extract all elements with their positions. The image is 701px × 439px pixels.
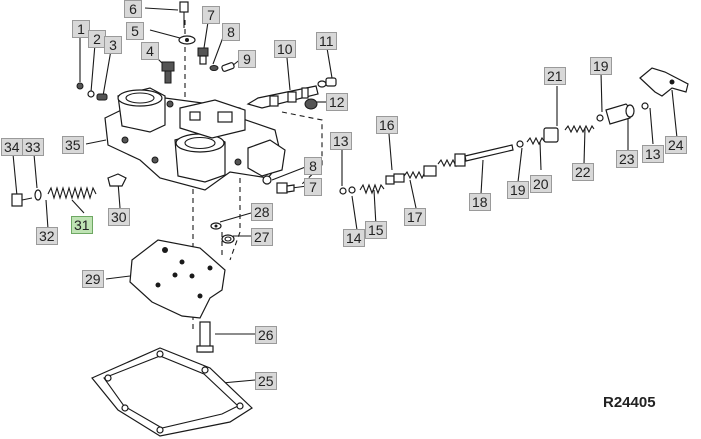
- callout-8-right: 8: [304, 157, 322, 175]
- callout-17: 17: [404, 208, 426, 226]
- callout-10: 10: [274, 40, 296, 58]
- callout-20: 20: [530, 175, 552, 193]
- callout-30: 30: [108, 208, 130, 226]
- callout-18: 18: [469, 193, 491, 211]
- callout-19-center: 19: [507, 181, 529, 199]
- small-parts: [76, 1, 235, 101]
- callout-26: 26: [255, 326, 277, 344]
- callout-7-right: 7: [304, 178, 322, 196]
- callout-34: 34: [1, 138, 23, 156]
- gasket: [91, 347, 253, 437]
- callout-28: 28: [251, 203, 273, 221]
- callout-32: 32: [36, 227, 58, 245]
- callout-1: 1: [72, 20, 90, 38]
- callout-8-top: 8: [222, 23, 240, 41]
- lower-parts: [129, 222, 235, 353]
- callout-12: 12: [326, 93, 348, 111]
- callout-23: 23: [616, 150, 638, 168]
- callout-4: 4: [141, 42, 159, 60]
- callout-16: 16: [376, 116, 398, 134]
- callout-33: 33: [22, 138, 44, 156]
- callout-24: 24: [665, 136, 687, 154]
- leader-lines: [12, 7, 678, 384]
- spool-group-center: [339, 144, 514, 195]
- callout-6: 6: [124, 0, 142, 18]
- callout-27: 27: [251, 228, 273, 246]
- left-parts: [11, 173, 127, 207]
- bolt-right: [262, 175, 295, 194]
- callout-11: 11: [316, 32, 337, 50]
- valve-housing: [104, 87, 286, 191]
- callout-31: 31: [71, 216, 93, 234]
- callout-35: 35: [62, 136, 84, 154]
- spool-upper: [246, 77, 337, 110]
- callout-7-top: 7: [202, 6, 220, 24]
- callout-13-right: 13: [642, 145, 664, 163]
- callout-13-center: 13: [330, 132, 352, 150]
- figure-reference-code: R24405: [603, 394, 656, 411]
- callout-21: 21: [544, 67, 566, 85]
- callout-15: 15: [365, 221, 387, 239]
- callout-25: 25: [255, 372, 277, 390]
- spool-group-right: [516, 67, 689, 148]
- callout-19-right: 19: [590, 57, 612, 75]
- callout-5: 5: [126, 22, 144, 40]
- callout-14: 14: [343, 229, 365, 247]
- callout-22: 22: [572, 163, 594, 181]
- callout-3: 3: [104, 36, 122, 54]
- callout-29: 29: [82, 270, 104, 288]
- callout-9: 9: [238, 50, 256, 68]
